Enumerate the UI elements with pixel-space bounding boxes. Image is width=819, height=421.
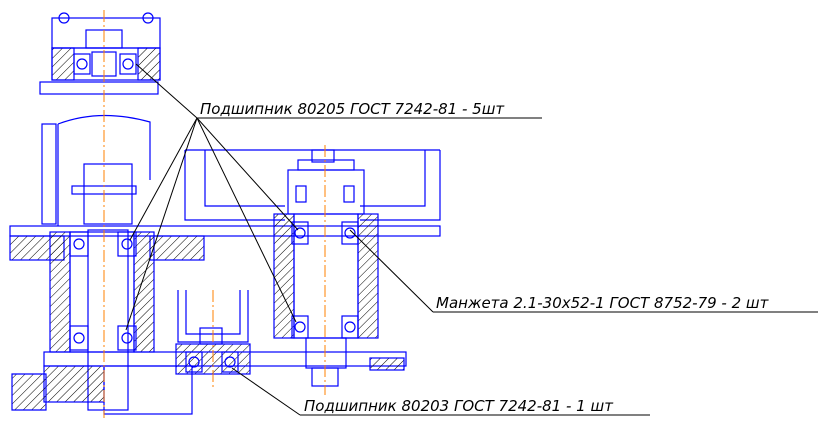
- right-bearings-80205: [291, 221, 359, 339]
- left-bearings-80205: [69, 231, 137, 351]
- center-axes: [103, 10, 326, 418]
- right-column: [273, 149, 379, 387]
- callout-seal-cuff: Манжета 2.1-30х52-1 ГОСТ 8752-79 - 2 шт: [436, 294, 770, 312]
- bottom-plate: [11, 351, 407, 415]
- callout-bearing-80205: Подшипник 80205 ГОСТ 7242-81 - 5шт: [200, 100, 505, 118]
- callout-bearing-80203: Подшипник 80203 ГОСТ 7242-81 - 1 шт: [304, 397, 614, 415]
- top-bearing-housing: [39, 12, 161, 95]
- bottom-bearing-80203: [185, 351, 239, 373]
- top-bearings-80205: [73, 53, 137, 75]
- leader-lines: [125, 63, 818, 416]
